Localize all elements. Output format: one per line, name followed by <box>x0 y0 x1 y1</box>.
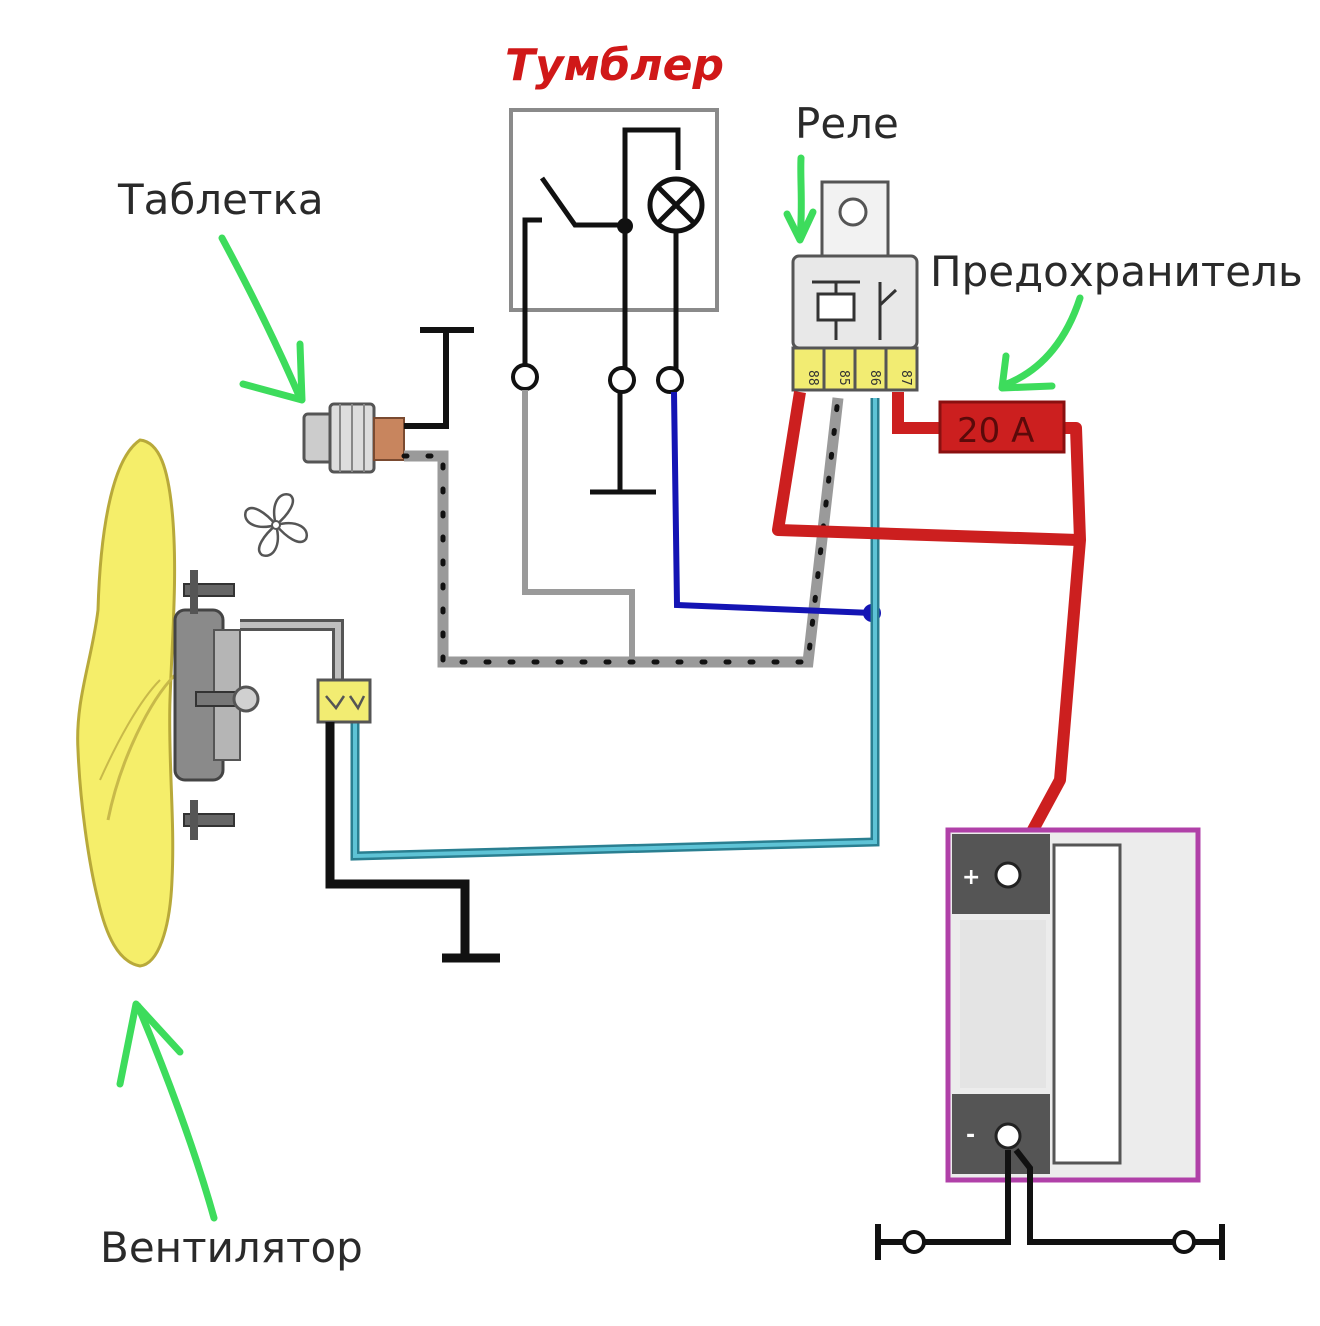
sensor-wire <box>401 395 844 668</box>
relay: 88 85 86 87 <box>791 180 919 392</box>
relay-label: Реле <box>795 99 899 148</box>
relay-pin-85: 85 <box>836 370 851 386</box>
switch-terminal <box>511 363 539 391</box>
fan-label: Вентилятор <box>100 1223 363 1272</box>
switch-terminal <box>608 366 636 394</box>
fuse-rating: 20 A <box>957 411 1034 451</box>
fan-arrow-icon <box>116 1000 218 1222</box>
fuse: 20 A <box>938 400 1066 454</box>
fuse-caption-label: Предохранитель <box>930 247 1303 296</box>
temperature-sensor <box>302 327 474 474</box>
relay-pin-88: 88 <box>805 370 820 386</box>
fan-assembly <box>76 438 260 968</box>
battery-ground <box>875 1148 1225 1260</box>
battery-negative-terminal <box>994 1122 1022 1150</box>
fan-connector <box>240 619 372 724</box>
grey-wire <box>522 390 635 660</box>
toggle-switch <box>509 108 719 495</box>
battery-positive-terminal <box>994 861 1022 889</box>
fuse-arrow-icon <box>998 294 1084 392</box>
sensor-arrow-icon <box>218 234 306 404</box>
relay-arrow-icon <box>783 154 817 244</box>
battery-minus-sign: - <box>966 1123 975 1148</box>
fan-symbol-icon <box>244 493 308 557</box>
relay-pin-86: 86 <box>867 370 882 386</box>
fan-wire <box>350 398 880 861</box>
battery-plus-sign: + <box>962 865 980 890</box>
lamp-icon <box>647 176 705 234</box>
sensor-label: Таблетка <box>117 175 324 224</box>
switch-terminal <box>656 366 684 394</box>
signal-wire <box>671 391 873 616</box>
fan-blade <box>76 438 177 968</box>
switch-label: Тумблер <box>505 40 724 91</box>
battery: + - <box>945 827 1201 1183</box>
ground-wire <box>325 722 500 963</box>
power-wire <box>772 391 1086 879</box>
relay-pin-87: 87 <box>898 370 913 386</box>
